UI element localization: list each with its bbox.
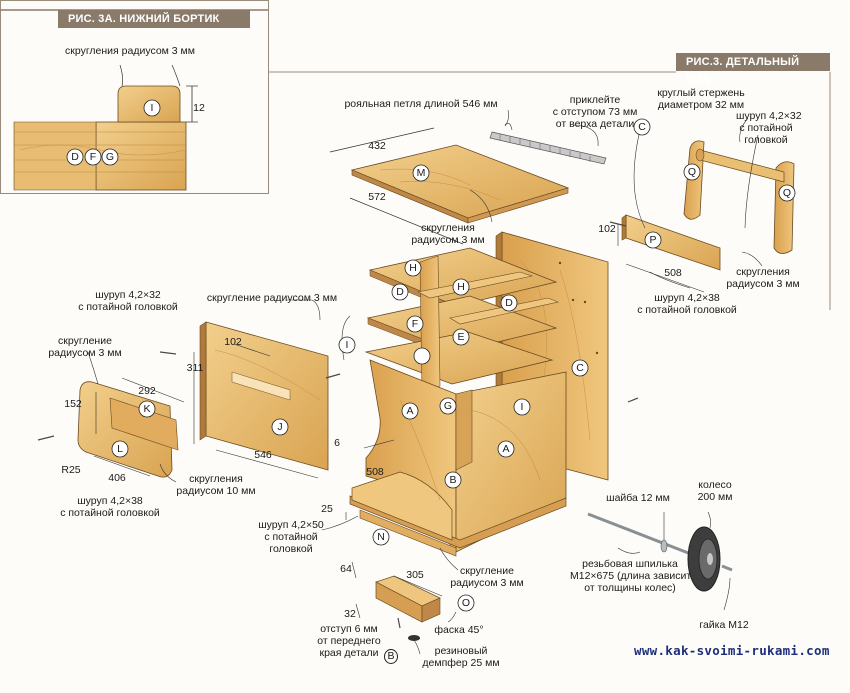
screw-bottom-note: шуруп 4,2×50 с потайной головкой	[258, 519, 324, 555]
wheel-note: колесо 200 мм	[697, 479, 733, 503]
part-l: L	[117, 443, 123, 455]
lid-panel-m	[329, 127, 570, 245]
dim-j-length: 546	[254, 449, 272, 461]
nut-note: гайка M12	[699, 619, 749, 631]
rounding-lid-note: скругления радиусом 3 мм	[411, 222, 485, 246]
part-c-side: C	[576, 362, 584, 374]
screw-rail-note: шуруп 4,2×38 с потайной головкой	[637, 292, 737, 316]
part-f: F	[411, 318, 419, 330]
part-i-2: I	[520, 401, 524, 413]
inset-radius-note: скругления радиусом 3 мм	[65, 45, 195, 57]
cabinet-carcass	[349, 359, 567, 557]
part-d-1: D	[396, 286, 404, 298]
dim-l-length: 406	[108, 472, 126, 484]
dim-o-width: 305	[406, 569, 424, 581]
dim-o-depth: 64	[340, 563, 352, 575]
piano-hinge	[489, 123, 607, 165]
part-o: O	[461, 597, 471, 609]
piano-hinge-note: рояльная петля длиной 546 мм	[344, 98, 498, 110]
threaded-rod-note: резьбовая шпилька M12×675 (длина зависит…	[570, 558, 692, 594]
washer	[660, 539, 668, 553]
rounding-rail-note: скругления радиусом 3 мм	[726, 266, 800, 290]
inset-part-i: I	[150, 102, 154, 114]
offset-front-note: отступ 6 мм от переднего края детали	[317, 623, 381, 659]
inset-part-g: G	[105, 151, 115, 163]
part-e: E	[457, 331, 465, 343]
part-b-bottom: B	[384, 649, 398, 664]
main-title: РИС.3. ДЕТАЛЬНЫЙ ВИД	[676, 53, 830, 86]
screw-left-note: шуруп 4,2×32 с потайной головкой	[78, 289, 178, 313]
callout-circles	[66, 99, 796, 612]
part-a-1: A	[406, 405, 414, 417]
inset-height-dim: 12	[193, 102, 205, 114]
dim-m-depth: 432	[368, 140, 386, 152]
threaded-rod	[587, 512, 697, 558]
rounding-k-note: скругление радиусом 3 мм	[48, 335, 122, 359]
dim-l-height: 152	[64, 398, 82, 410]
screw-l-note: шуруп 4,2×38 с потайной головкой	[60, 495, 160, 519]
part-q-right: Q	[782, 187, 792, 199]
handle-rail-p	[625, 214, 721, 271]
part-h-2: H	[457, 281, 465, 293]
dim-l-radius: R25	[61, 464, 81, 476]
glue-offset-note: приклейте с отступом 73 мм от верха дета…	[552, 94, 638, 130]
dim-a-thickness: 6	[334, 437, 340, 449]
part-i-1: I	[345, 339, 349, 351]
round-rod-note: круглый стержень диаметром 32 мм	[657, 87, 745, 111]
part-p: P	[649, 234, 657, 246]
part-m: M	[416, 167, 426, 179]
base-block-o	[375, 575, 441, 641]
part-g: G	[443, 400, 453, 412]
dim-j-width: 102	[224, 336, 242, 348]
part-j: J	[277, 421, 283, 433]
side-panel-j	[199, 321, 329, 471]
rounding-j-note: скругление радиусом 3 мм	[206, 292, 338, 304]
screw-top-right-note: шуруп 4,2×32 с потайной головкой	[736, 110, 802, 146]
part-d-2: D	[505, 297, 513, 309]
washer-note: шайба 12 мм	[606, 492, 670, 504]
inset-frame	[0, 0, 269, 194]
part-k: K	[143, 403, 151, 415]
dim-o-height: 32	[344, 608, 356, 620]
dim-base-height: 25	[321, 503, 333, 515]
screws	[37, 221, 639, 629]
inset-part-f: F	[89, 151, 97, 163]
rubber-damper	[408, 635, 420, 641]
inset-edge-drawing	[13, 64, 198, 191]
handle-block-kl	[77, 381, 179, 478]
part-b: B	[449, 474, 457, 486]
dim-a-width: 508	[366, 466, 384, 478]
part-n: N	[377, 531, 385, 543]
dim-j-height: 311	[186, 362, 204, 374]
axle-and-wheel	[587, 512, 733, 592]
watermark-url: www.kak-svoimi-rukami.com	[634, 643, 830, 658]
chamfer-note: фаска 45°	[434, 624, 484, 636]
handle-assembly	[621, 140, 795, 271]
part-c-hinge: C	[638, 121, 646, 133]
inset-title: РИС. 3А. НИЖНИЙ БОРТИК	[58, 10, 250, 28]
part-q-left: Q	[687, 166, 697, 178]
dim-p-height: 102	[598, 223, 616, 235]
rounding-l-note: скругления радиусом 10 мм	[176, 473, 256, 497]
part-a-2: A	[502, 443, 510, 455]
inset-part-d: D	[71, 151, 79, 163]
shelf-unit	[364, 247, 560, 393]
dim-p-width: 508	[664, 267, 682, 279]
rubber-damper-note: резиновый демпфер 25 мм	[422, 645, 500, 669]
leader-lines	[87, 109, 763, 655]
dim-k-width: 292	[138, 385, 156, 397]
dim-m-width: 572	[368, 191, 386, 203]
rounding-bottom-note: скругление радиусом 3 мм	[450, 565, 524, 589]
part-h-1: H	[409, 262, 417, 274]
